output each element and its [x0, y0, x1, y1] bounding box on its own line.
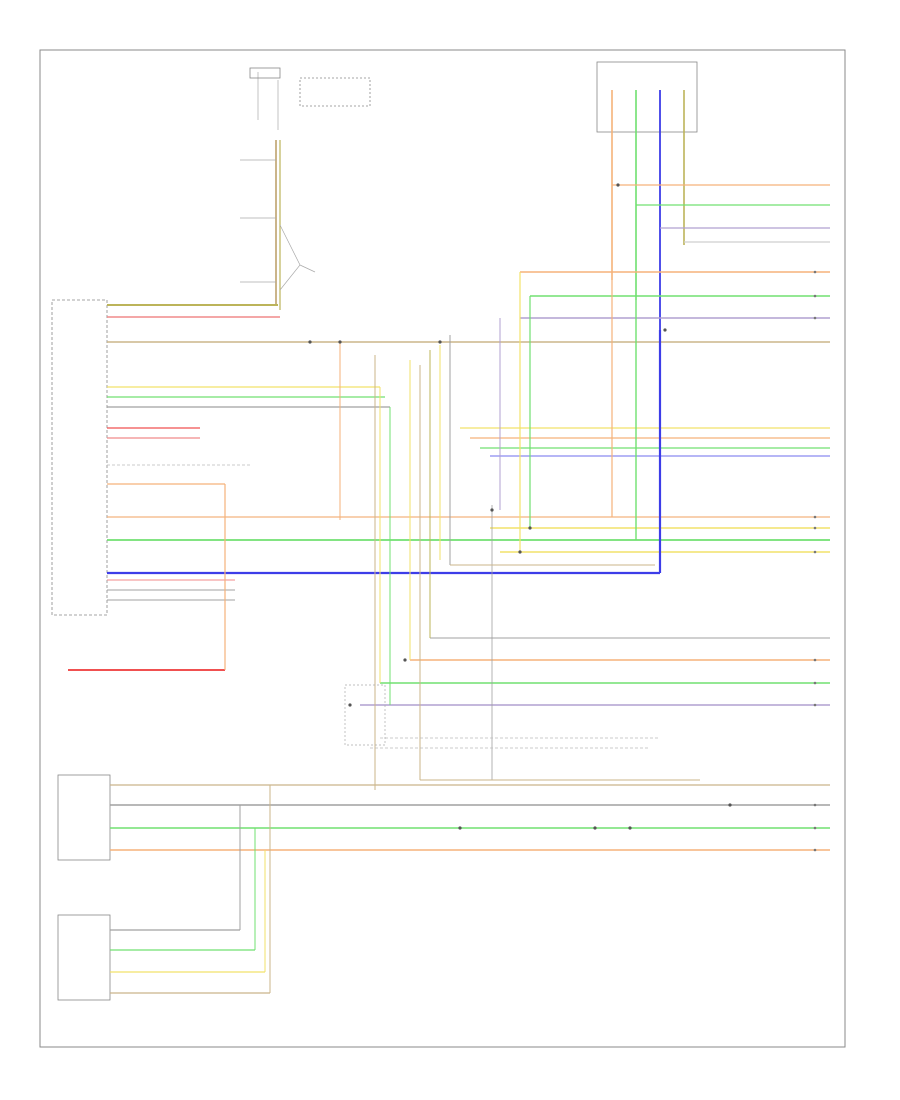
- vertical-harness: [339, 272, 662, 790]
- passenger-door-module-box: [596, 61, 698, 133]
- rear-lamp-wires: [110, 779, 830, 851]
- diagram-frame: [39, 49, 846, 1048]
- left-rear-lamp-box: [57, 774, 111, 861]
- cluster-top-wires: [107, 304, 830, 343]
- door-module-wires: [611, 90, 830, 330]
- battery-junction-box: [249, 67, 371, 130]
- right-rear-lamp-box: [57, 914, 111, 1001]
- ground-lines: [344, 684, 660, 749]
- lower-rear-lamp-wires: [110, 785, 271, 994]
- main-feed-wire: [240, 140, 316, 310]
- instrument-cluster-box: [51, 299, 108, 616]
- right-connectors: [813, 270, 817, 852]
- splice-points: [308, 183, 732, 830]
- horizontal-harness: [68, 271, 830, 706]
